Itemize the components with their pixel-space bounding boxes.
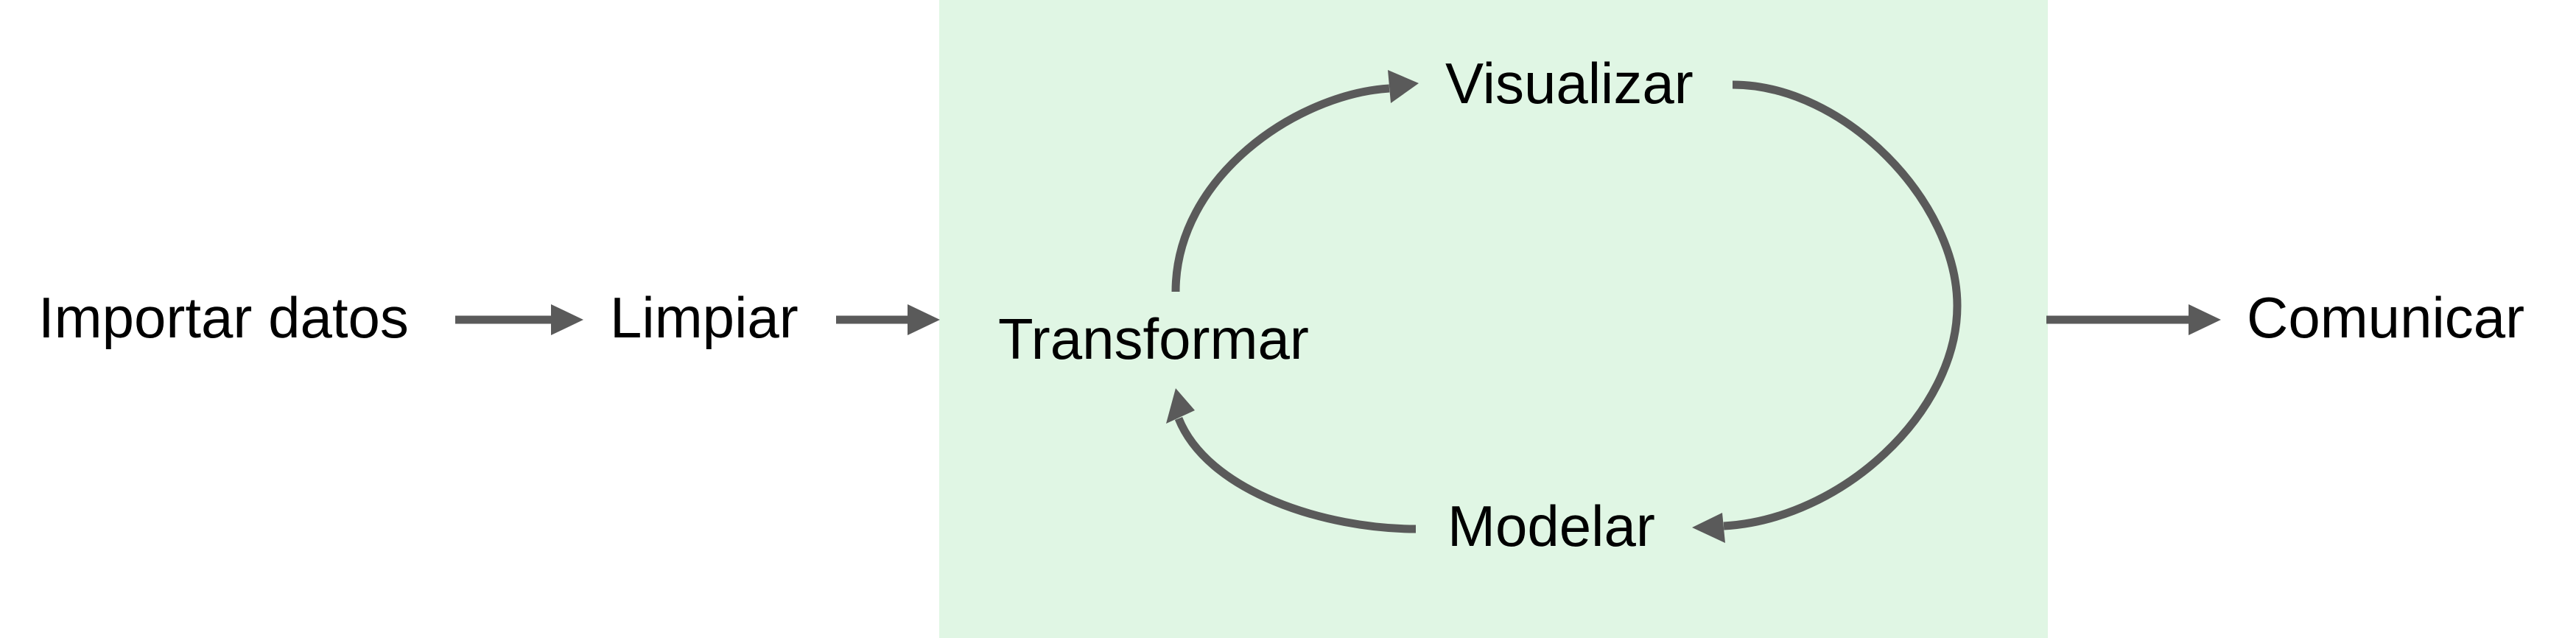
edge-import-to-clean [455,304,583,335]
node-visualize-label: Visualizar [1445,51,1694,116]
cycle-region [939,0,2048,638]
edge-transform-to-visualize [1171,70,1419,292]
edge-transform-to-communicate [2046,304,2221,335]
node-model-label: Modelar [1447,494,1655,558]
node-transform-label: Transformar [998,306,1309,371]
node-communicate-label: Comunicar [2247,285,2524,350]
node-clean-label: Limpiar [610,285,799,350]
edge-clean-to-transform [836,304,940,335]
node-import-label: Importar datos [38,285,409,350]
arrowhead [1166,388,1195,424]
arrowhead [908,304,940,335]
arrowhead [1692,513,1725,543]
edge-visualize-to-model [1692,80,1962,543]
arrowhead [551,304,583,335]
arrowhead [2189,304,2221,335]
arrowhead [1388,70,1419,103]
edge-model-to-transform [1166,388,1417,533]
